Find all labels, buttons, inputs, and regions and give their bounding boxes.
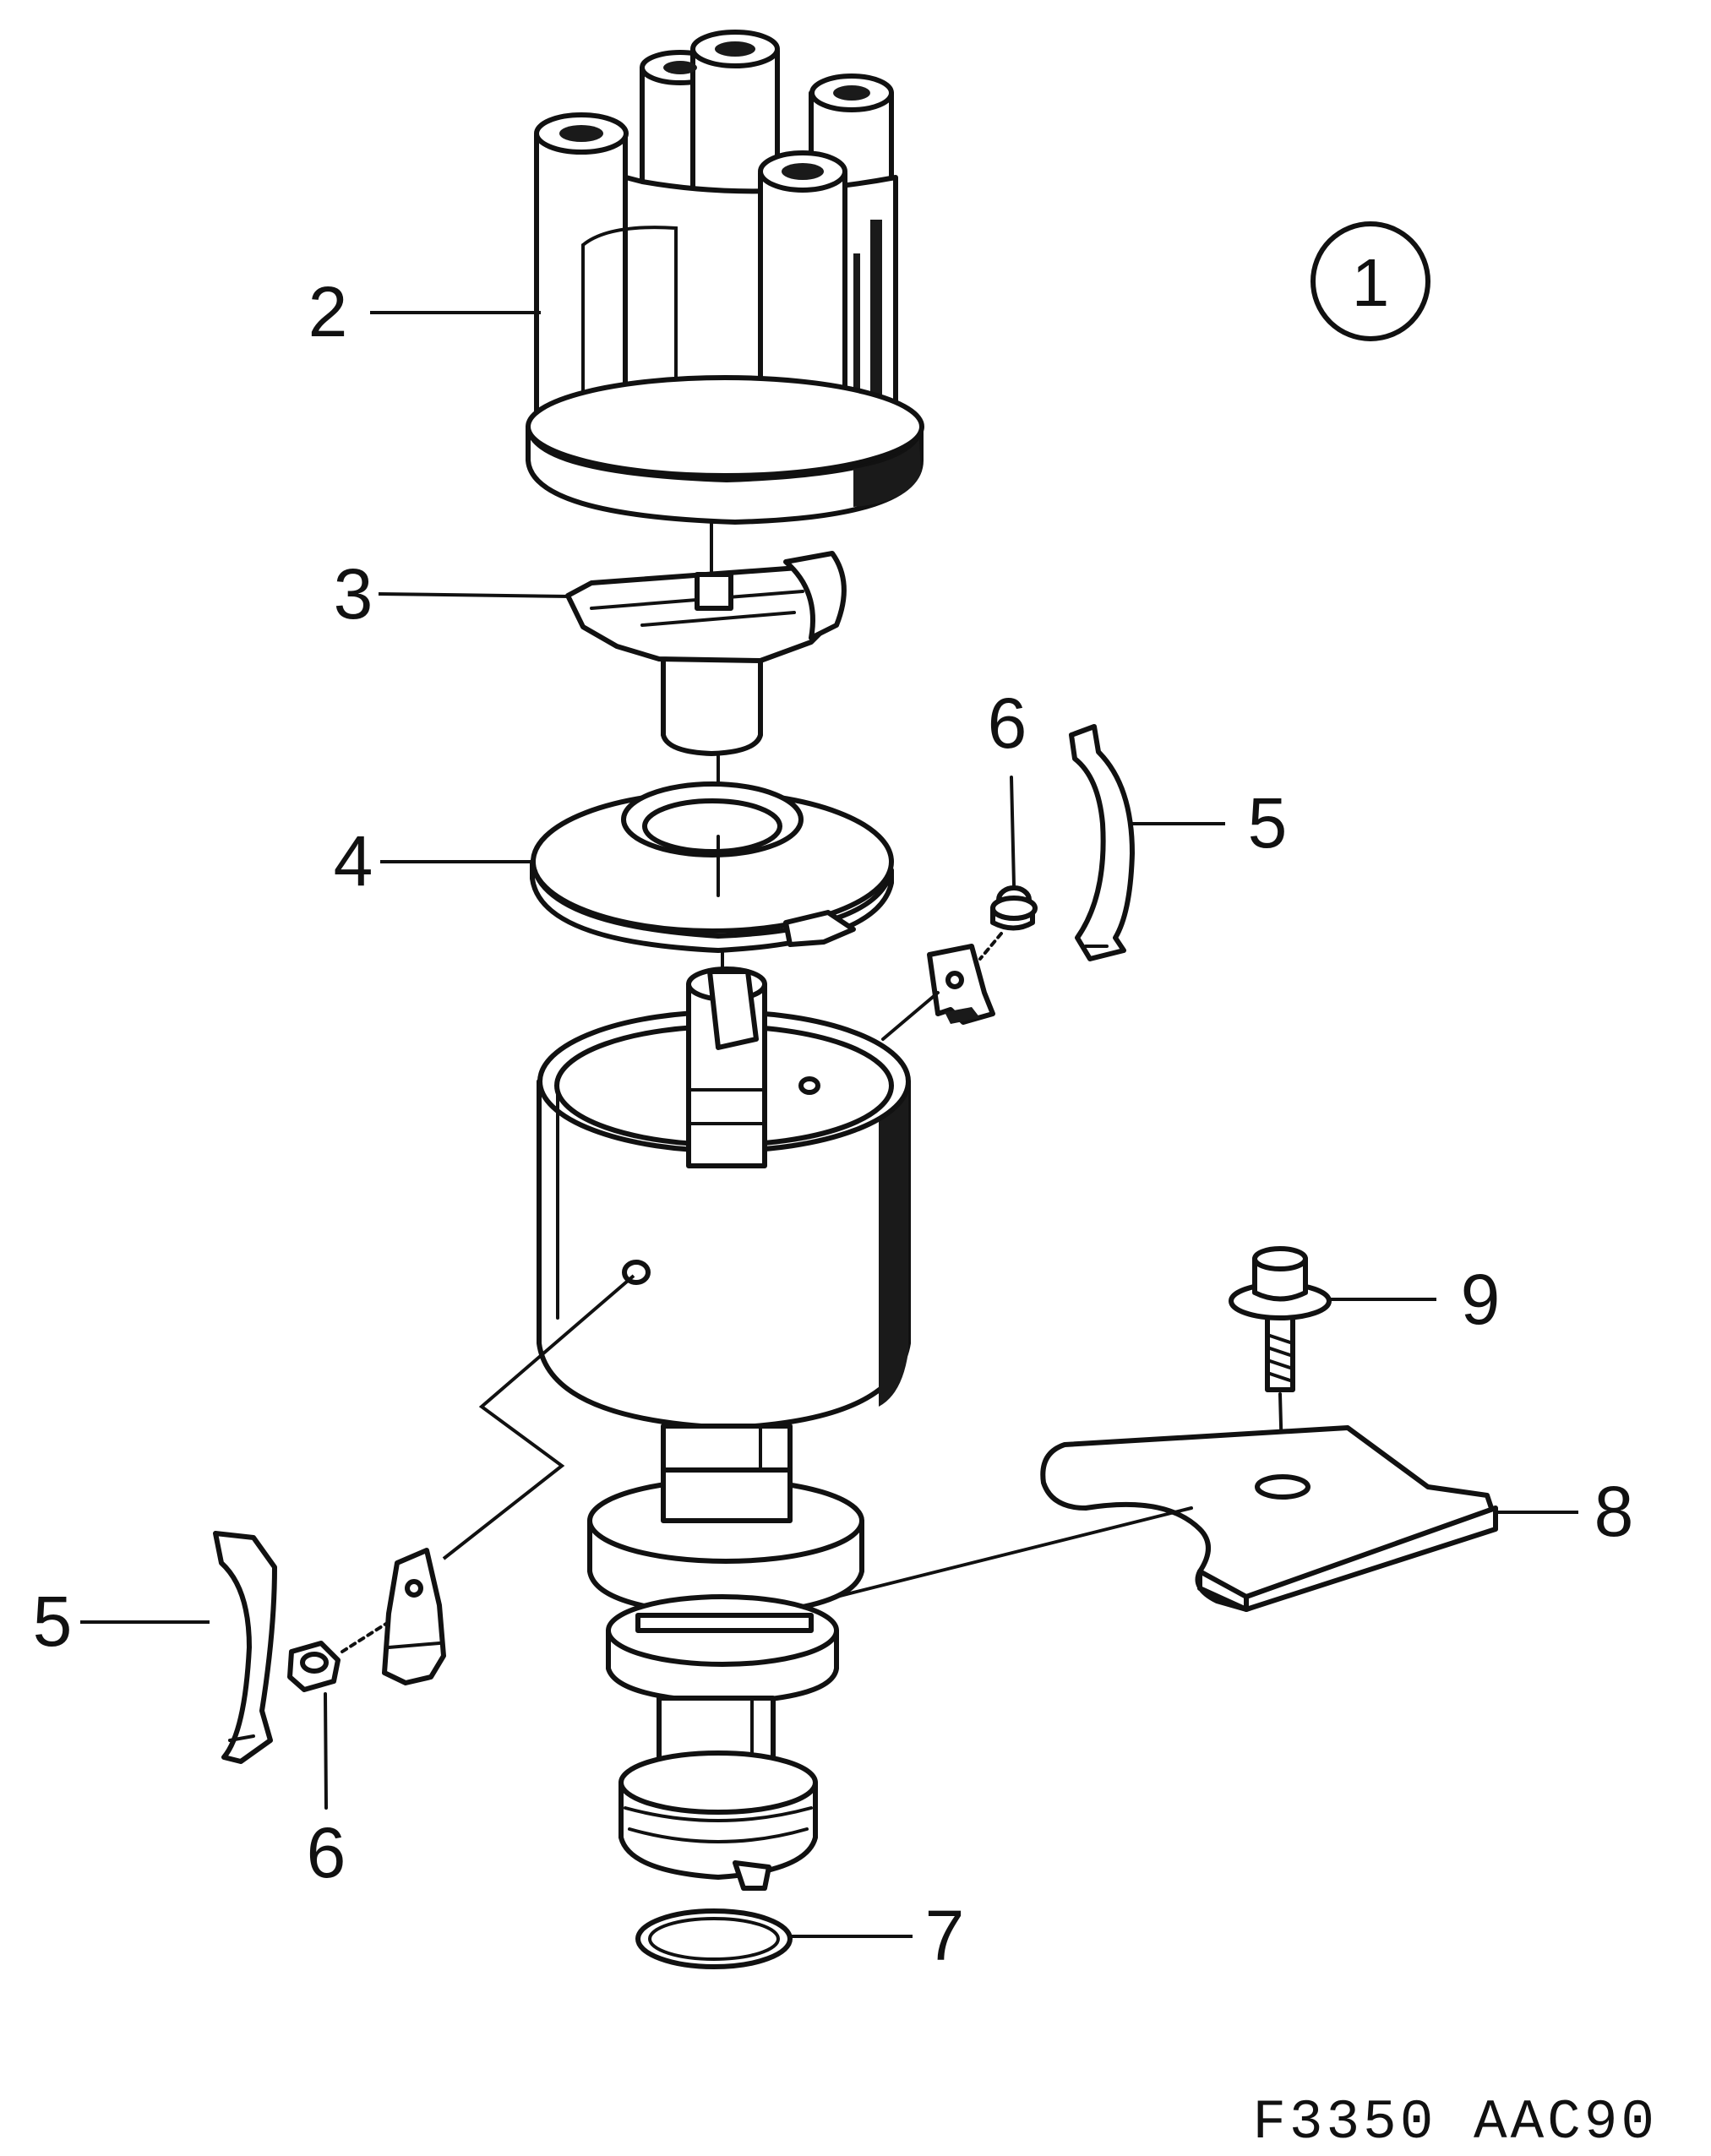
drawing-code: F3350 AAC90	[1252, 2091, 1658, 2154]
distributor-housing	[537, 966, 911, 1891]
callout-clip-right: 5	[1248, 783, 1288, 863]
figure-number-badge: 1	[1310, 221, 1430, 341]
callout-clip-left: 5	[33, 1582, 73, 1661]
callout-cap: 2	[308, 272, 348, 351]
callout-shield: 4	[334, 821, 373, 901]
callout-bracket: 8	[1594, 1472, 1634, 1551]
contact-plate-upper	[881, 944, 995, 1041]
figure-number: 1	[1352, 245, 1390, 320]
callout-o-ring: 7	[925, 1896, 965, 1975]
callout-screw-lower: 6	[307, 1813, 346, 1892]
rotor-arm	[565, 551, 847, 756]
spring-clip-right	[1069, 724, 1135, 961]
callout-bolt: 9	[1461, 1260, 1501, 1339]
screw-lower	[287, 1620, 390, 1810]
contact-plate-lower	[382, 1548, 446, 1685]
o-ring	[635, 1908, 793, 1969]
spring-clip-left	[213, 1531, 277, 1764]
callout-screw-upper: 6	[988, 683, 1027, 763]
clamp-bracket	[1040, 1425, 1498, 1612]
screw-upper	[978, 776, 1038, 961]
distributor-cap	[526, 30, 924, 525]
callout-rotor: 3	[334, 554, 373, 634]
dust-shield	[530, 781, 894, 953]
